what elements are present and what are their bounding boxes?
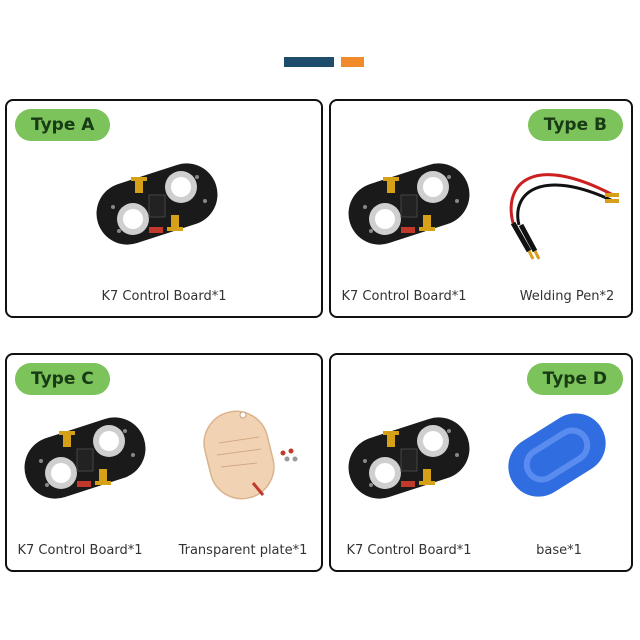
k7-control-board-icon <box>345 411 473 507</box>
type-b-item-2-label: Welding Pen*2 <box>519 289 615 304</box>
type-b-item-1-label: K7 Control Board*1 <box>341 289 467 304</box>
transparent-plate-icon <box>203 410 298 500</box>
base-icon <box>508 413 606 497</box>
type-d-badge: Type D <box>526 363 623 395</box>
type-d-item-2-label: base*1 <box>536 543 582 558</box>
type-d-card: Type D K7 Control Board*1 base*1 <box>329 353 633 572</box>
accent-bar-orange <box>341 57 364 67</box>
type-c-item-2-label: Transparent plate*1 <box>178 543 308 558</box>
type-d-item-1-label: K7 Control Board*1 <box>346 543 472 558</box>
k7-control-board-icon <box>93 157 221 253</box>
type-a-badge: Type A <box>15 109 111 141</box>
k7-control-board-icon <box>21 411 149 507</box>
welding-pen-icon <box>509 173 619 260</box>
accent-bar-navy <box>284 57 334 67</box>
type-c-card: Type C K7 Control Board*1 Transparent pl… <box>5 353 323 572</box>
k7-control-board-icon <box>345 157 473 253</box>
type-b-card: Type B K7 Control Board*1 Welding Pen*2 <box>329 99 633 318</box>
type-c-item-1-label: K7 Control Board*1 <box>17 543 143 558</box>
type-a-card: Type A K7 Control Board*1 <box>5 99 323 318</box>
type-b-badge: Type B <box>527 109 623 141</box>
type-c-badge: Type C <box>15 363 110 395</box>
type-a-item-1-label: K7 Control Board*1 <box>101 289 227 304</box>
